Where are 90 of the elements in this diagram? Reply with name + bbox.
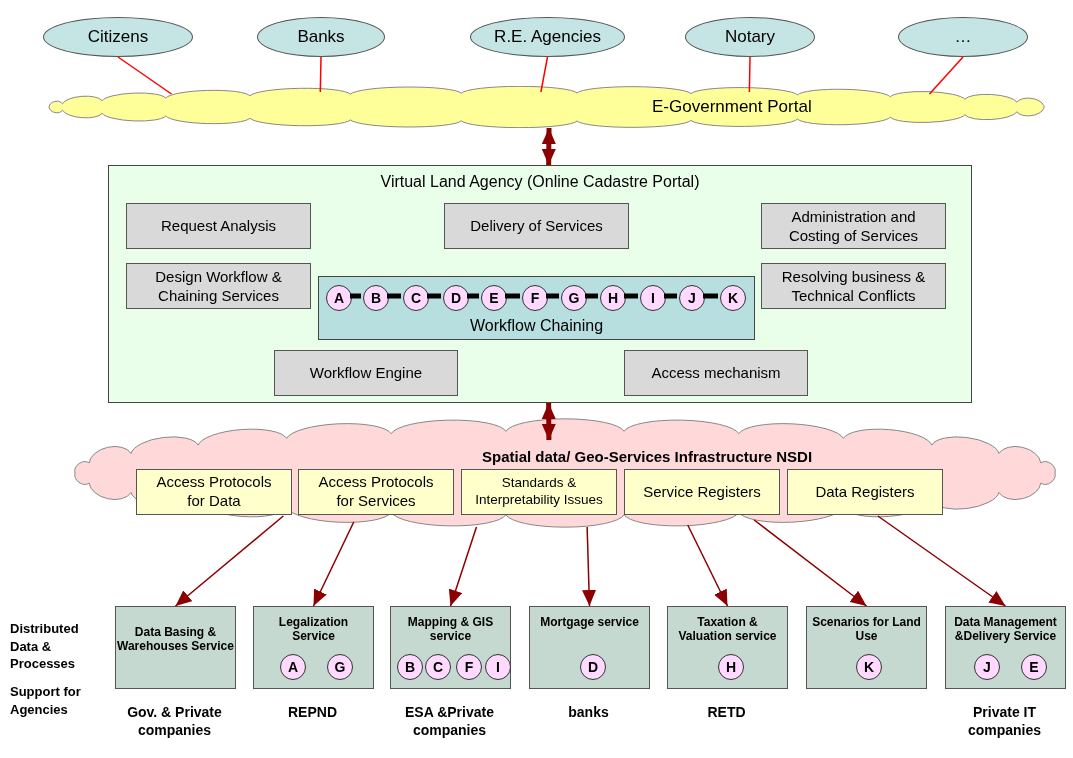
agency-name: REPND <box>287 704 338 722</box>
stakeholder-ellipse: Banks <box>257 17 385 57</box>
arrow <box>687 524 729 607</box>
step-circle: E <box>1021 654 1047 680</box>
connector-line <box>350 293 361 299</box>
infrastructure-box: Standards & Interpretability Issues <box>461 469 617 515</box>
service-title: Scenarios for Land Use <box>811 615 922 643</box>
service-box <box>253 606 374 689</box>
service-title: Data Management &Delivery Service <box>953 615 1058 643</box>
service-box <box>945 606 1066 689</box>
connector-line <box>624 293 638 299</box>
connector-line <box>546 293 559 299</box>
step-circle: F <box>456 654 482 680</box>
arrow <box>877 515 1007 607</box>
service-box: Request Analysis <box>126 203 311 249</box>
infrastructure-box: Access Protocols for Services <box>298 469 454 515</box>
step-circle: B <box>363 285 389 311</box>
connector-line <box>585 293 598 299</box>
arrow <box>541 403 556 440</box>
stakeholder-ellipse: Notary <box>685 17 815 57</box>
step-circle: J <box>974 654 1000 680</box>
step-circle: I <box>485 654 511 680</box>
service-box: Resolving business & Technical Conflicts <box>761 263 946 309</box>
connector-line <box>427 293 441 299</box>
arrow <box>174 515 285 607</box>
connector-line <box>319 56 322 93</box>
step-circle: C <box>403 285 429 311</box>
step-circle: H <box>718 654 744 680</box>
step-circle: A <box>326 285 352 311</box>
service-box: Data Basing & Warehouses Service <box>115 606 236 689</box>
step-circle: H <box>600 285 626 311</box>
agency-name: RETD <box>706 704 747 722</box>
step-circle: J <box>679 285 705 311</box>
cloud-title: E-Government Portal <box>652 97 812 117</box>
connector-line <box>928 56 964 95</box>
service-title: Taxation & Valuation service <box>677 615 778 643</box>
portal-panel <box>108 165 972 403</box>
panel-title: Virtual Land Agency (Online Cadastre Portal) <box>379 173 701 191</box>
service-title: Mapping & GIS service <box>406 615 495 643</box>
step-circle: G <box>561 285 587 311</box>
connector-line <box>540 56 549 93</box>
connector-line <box>505 293 520 299</box>
service-box: Workflow Engine <box>274 350 458 396</box>
step-circle: G <box>327 654 353 680</box>
connector-line <box>748 56 751 93</box>
arrow <box>312 521 355 607</box>
step-circle: K <box>720 285 746 311</box>
arrow <box>753 519 868 607</box>
service-title: Mortgage service <box>539 615 640 629</box>
stakeholder-ellipse: R.E. Agencies <box>470 17 625 57</box>
step-circle: C <box>425 654 451 680</box>
service-box: Delivery of Services <box>444 203 629 249</box>
workflow-chain-panel <box>318 276 755 340</box>
arrow <box>541 127 556 166</box>
infrastructure-box: Data Registers <box>787 469 943 515</box>
connector-line <box>703 293 718 299</box>
arrow <box>582 526 596 607</box>
service-box <box>806 606 927 689</box>
service-box <box>667 606 788 689</box>
stakeholder-ellipse: … <box>898 17 1028 57</box>
connector-line <box>117 56 173 95</box>
service-box <box>529 606 650 689</box>
connector-line <box>467 293 479 299</box>
step-circle: I <box>640 285 666 311</box>
service-box: Access mechanism <box>624 350 808 396</box>
connector-line <box>387 293 401 299</box>
infrastructure-box: Service Registers <box>624 469 780 515</box>
arrow <box>448 526 478 607</box>
connector-line <box>664 293 677 299</box>
agency-name: ESA &Private companies <box>404 704 495 739</box>
side-label: Distributed Data & Processes <box>10 620 80 673</box>
step-circle: E <box>481 285 507 311</box>
step-circle: K <box>856 654 882 680</box>
agency-name: banks <box>567 704 610 722</box>
panel-title: Workflow Chaining <box>468 317 605 335</box>
infrastructure-box: Access Protocols for Data <box>136 469 292 515</box>
service-box <box>390 606 511 689</box>
stakeholder-ellipse: Citizens <box>43 17 193 57</box>
side-label: Support for Agencies <box>10 683 82 719</box>
agency-name: Private IT companies <box>966 704 1043 739</box>
step-circle: F <box>522 285 548 311</box>
step-circle: D <box>580 654 606 680</box>
service-box: Administration and Costing of Services <box>761 203 946 249</box>
service-box: Design Workflow & Chaining Services <box>126 263 311 309</box>
step-circle: D <box>443 285 469 311</box>
agency-name: Gov. & Private companies <box>126 704 223 739</box>
step-circle: A <box>280 654 306 680</box>
service-title: Legalization Service <box>277 615 350 643</box>
step-circle: B <box>397 654 423 680</box>
cloud-title: Spatial data/ Geo-Services Infrastructure NSDI <box>482 448 813 465</box>
